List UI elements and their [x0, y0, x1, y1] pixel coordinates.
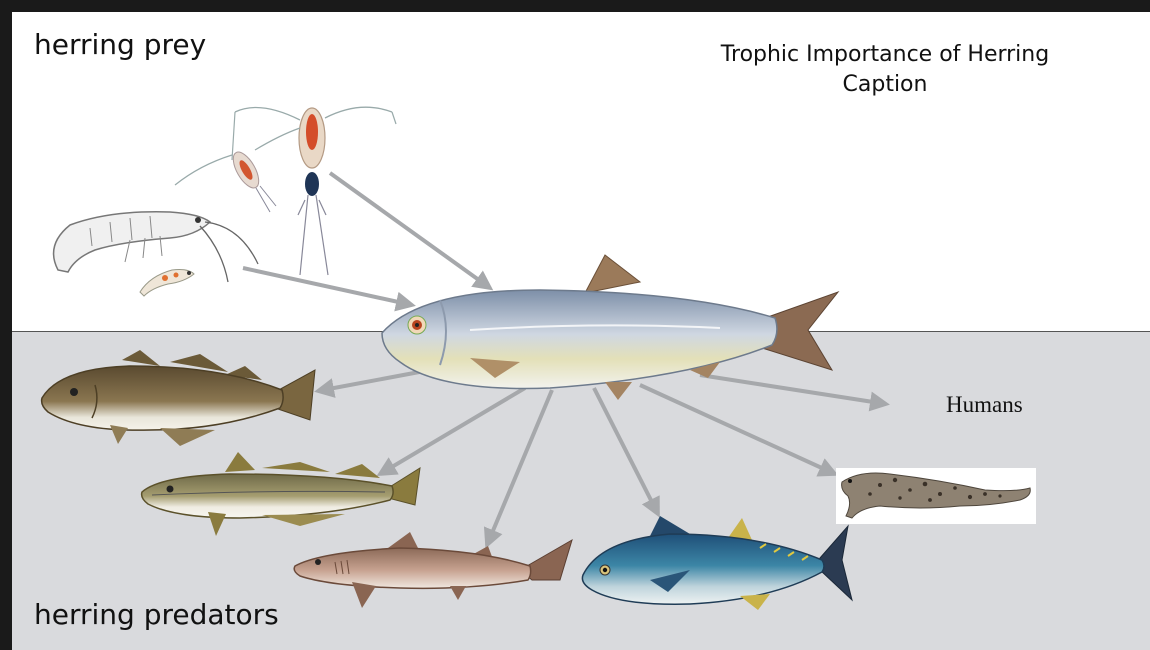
title-line-2: Caption [700, 70, 1070, 100]
diagram-title: Trophic Importance of Herring Caption [700, 40, 1070, 100]
copepod-large-icon [232, 107, 396, 275]
arrow-herring-to-tuna [594, 388, 658, 514]
cod-icon [42, 350, 315, 446]
copepod-small-icon [175, 128, 300, 212]
prey-arrows [243, 173, 490, 305]
dogfish-shark-icon [294, 532, 572, 608]
krill-large-icon [54, 212, 258, 282]
krill-small-icon [140, 270, 194, 297]
arrow-herring-to-shark [487, 390, 552, 545]
seal-icon [836, 468, 1036, 524]
humans-label: Humans [946, 392, 1023, 418]
arrow-herring-to-humans [700, 375, 886, 404]
prey-zone-label: herring prey [34, 28, 206, 61]
predator-arrows [318, 370, 886, 545]
arrow-herring-to-cod [318, 370, 430, 391]
title-line-1: Trophic Importance of Herring [700, 40, 1070, 70]
arrow-herring-to-pollock [380, 388, 525, 474]
tuna-icon [582, 516, 852, 610]
predator-zone-label: herring predators [34, 598, 279, 631]
arrow-herring-to-seal [640, 385, 835, 474]
arrow-copepod-to-herring [330, 173, 490, 288]
pollock-icon [142, 452, 420, 536]
herring-icon [382, 255, 838, 400]
